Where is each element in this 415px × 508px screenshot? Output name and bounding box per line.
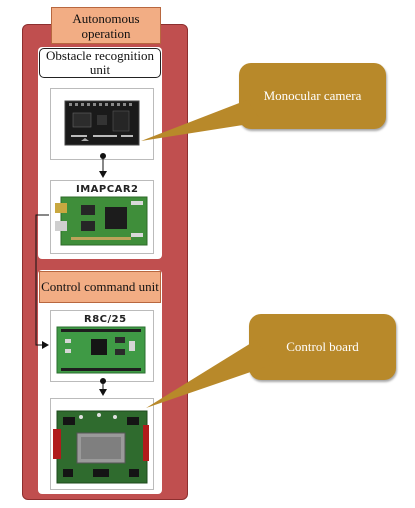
control-board-photo bbox=[50, 398, 154, 490]
r8c-label: R8C/25 bbox=[84, 314, 127, 325]
r8c-board-image bbox=[51, 311, 152, 380]
autonomous-operation-title: Autonomous operation bbox=[51, 7, 161, 44]
imapcar2-board-photo bbox=[50, 180, 154, 254]
control-board-callout: Control board bbox=[249, 314, 396, 380]
obstacle-unit-label: Obstacle recognition unit bbox=[39, 48, 161, 78]
r8c-board-photo bbox=[50, 310, 154, 382]
camera-board-photo bbox=[50, 88, 154, 160]
control-board-image bbox=[51, 399, 152, 488]
imapcar2-board-image bbox=[51, 181, 152, 252]
control-unit-label: Control command unit bbox=[39, 271, 161, 303]
imapcar2-label: IMAPCAR2 bbox=[76, 184, 139, 195]
monocular-camera-callout: Monocular camera bbox=[239, 63, 386, 129]
camera-board-image bbox=[51, 89, 152, 158]
